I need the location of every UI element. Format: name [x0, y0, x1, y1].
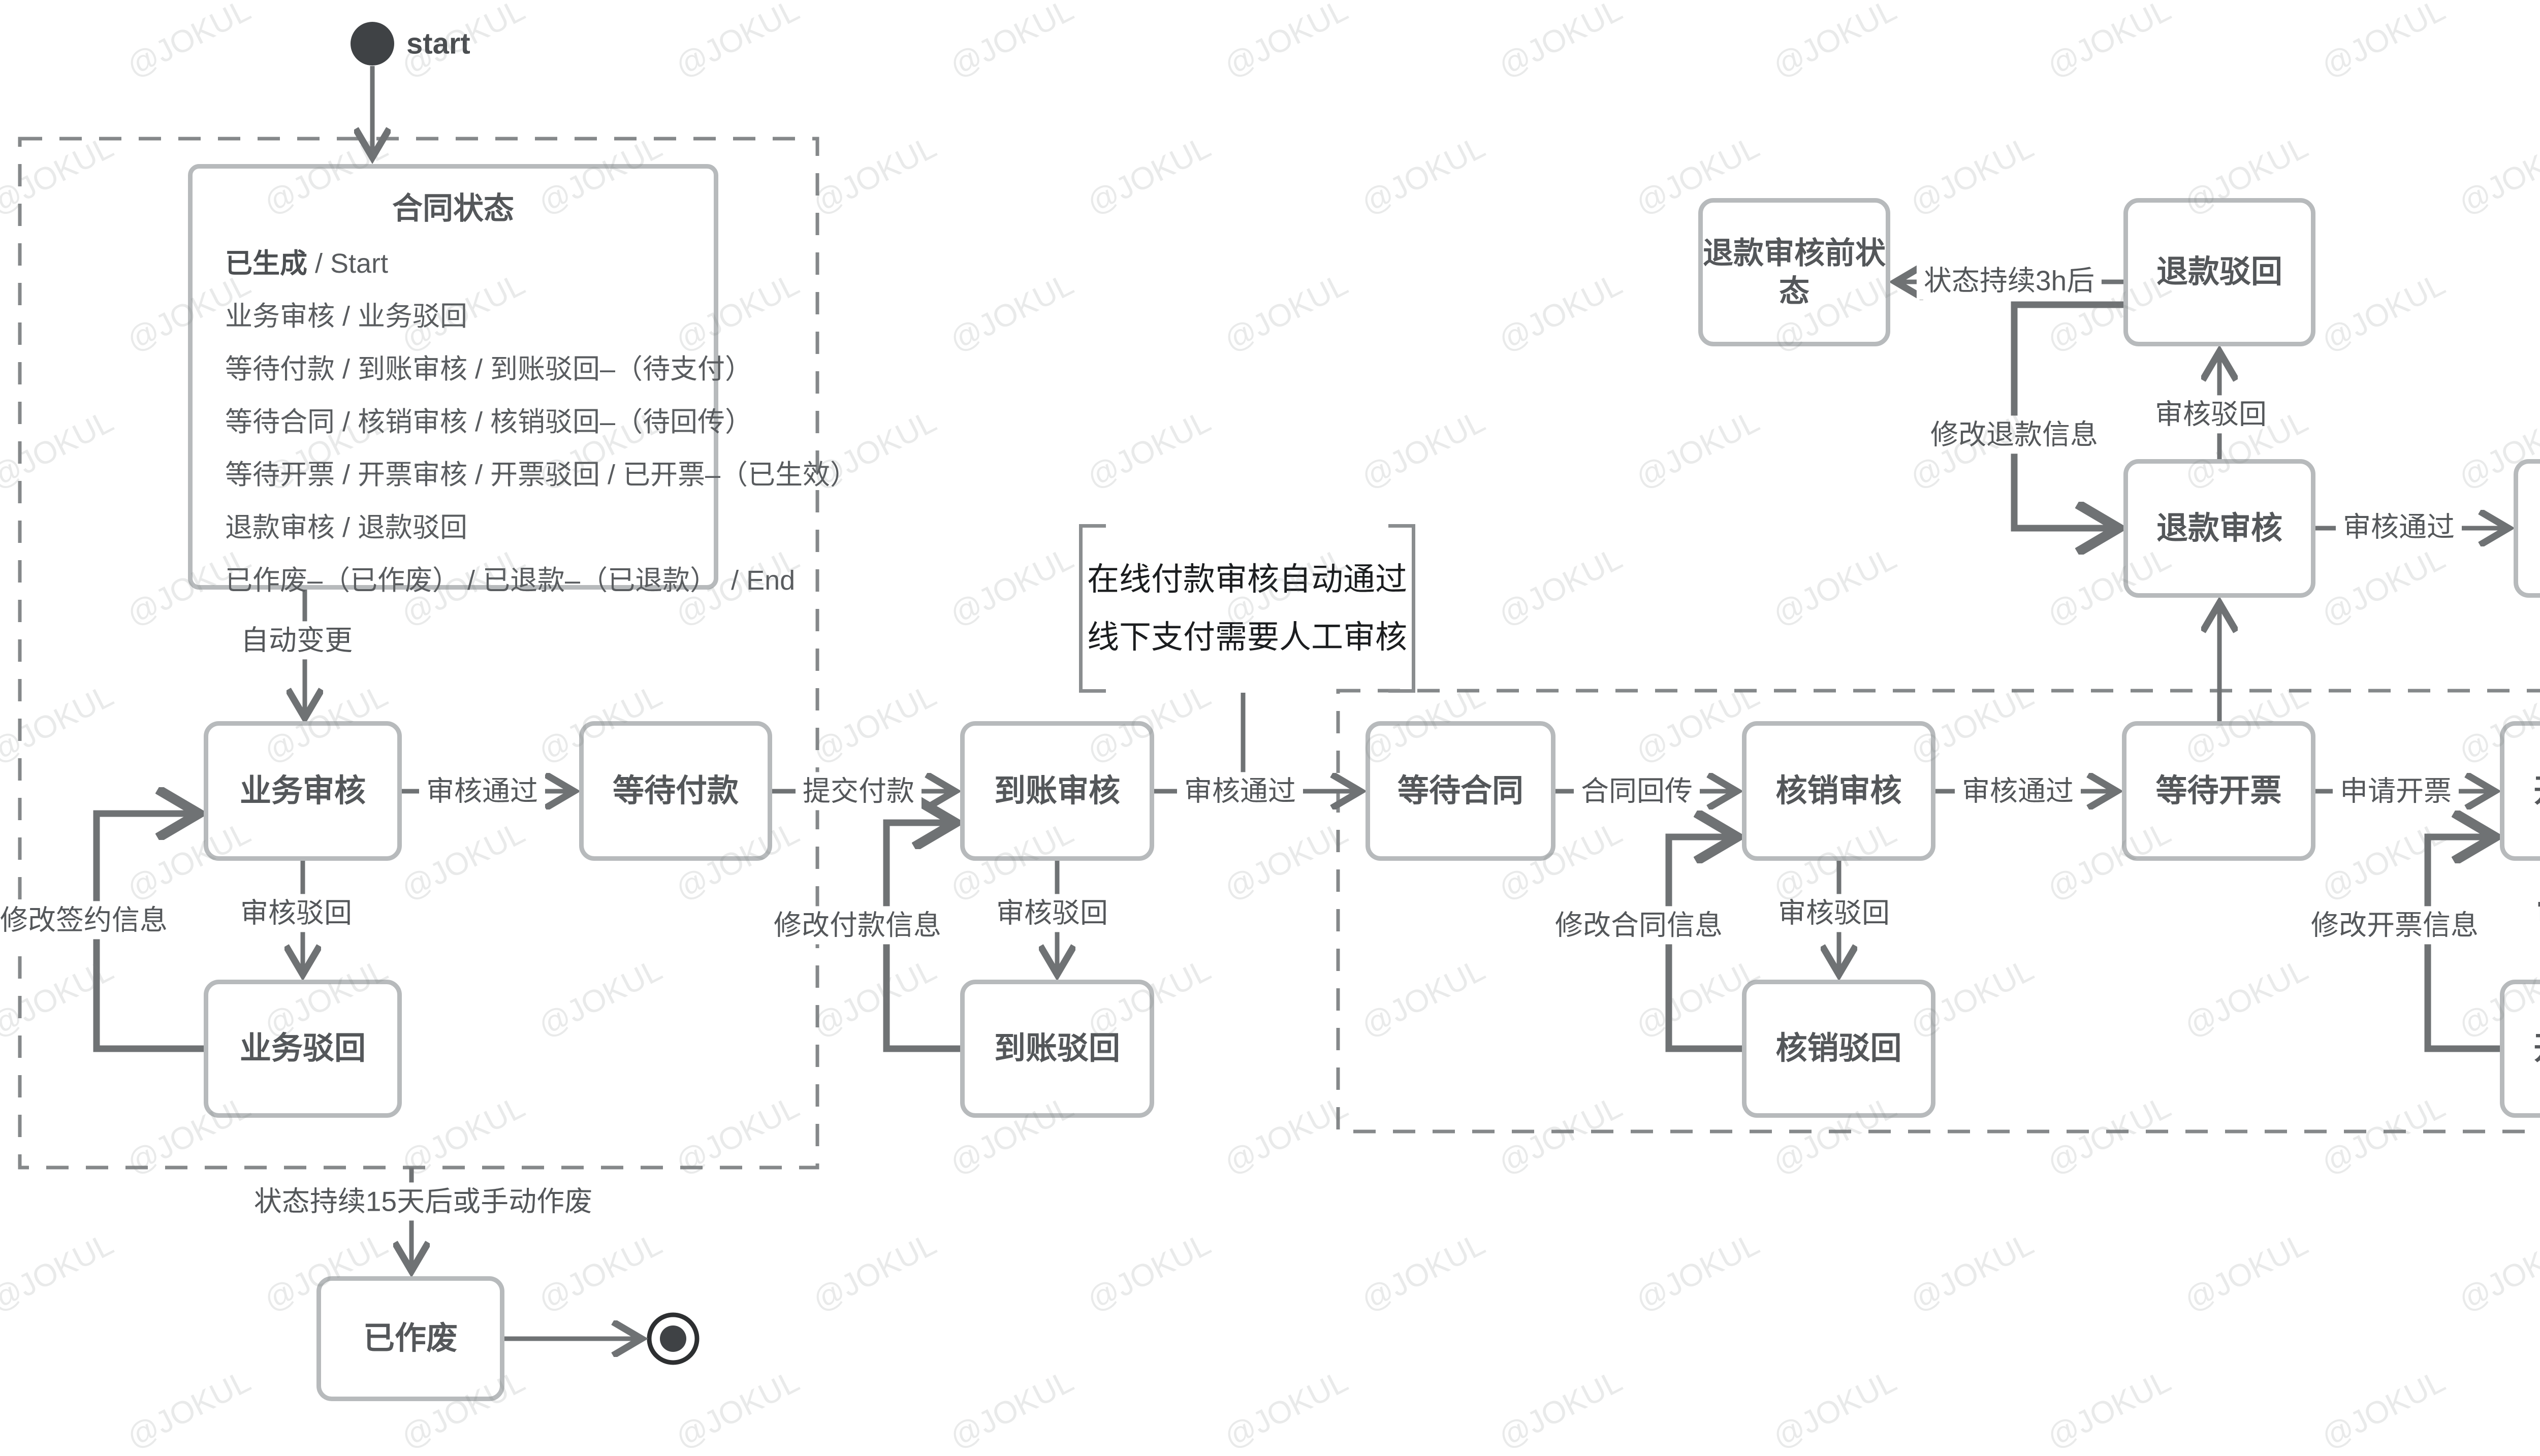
note-line: 在线付款审核自动通过: [1087, 562, 1407, 597]
node-refund-reject: 退款驳回: [2123, 198, 2315, 346]
end-state-void-inner: [660, 1325, 686, 1352]
note-line: 线下支付需要人工审核: [1087, 620, 1407, 655]
edge-label-modify-pay: 修改付款信息: [766, 906, 949, 945]
node-refunded: 已退款: [2514, 459, 2540, 598]
edge-label-apply-invoice: 申请开票: [2332, 772, 2459, 811]
contract-state-line: 等待付款 / 到账审核 / 到账驳回–（待支付）: [225, 354, 753, 384]
contract-state-title: 合同状态: [392, 191, 514, 225]
node-wait-contract: 等待合同: [1366, 721, 1555, 861]
contract-state-line: 等待开票 / 开票审核 / 开票驳回 / 已开票–（已生效）: [225, 460, 858, 490]
edge-label-approve-pay: 审核通过: [1177, 772, 1304, 811]
contract-state-line: 等待合同 / 核销审核 / 核销驳回–（待回传）: [225, 407, 753, 437]
contract-state-legend: 合同状态 已生成 / Start 业务审核 / 业务驳回 等待付款 / 到账审核…: [188, 164, 858, 596]
edge-label-reject-verify: 审核驳回: [1770, 894, 1897, 932]
node-invoice-reject: 开票驳回: [2500, 980, 2540, 1118]
edge-label-contract-back: 合同回传: [1573, 772, 1700, 811]
node-refund-pre-state: 退款审核前状态: [1698, 198, 1890, 346]
edge-label-modify-contract: 修改合同信息: [1547, 906, 1730, 945]
edge-label-submit-pay: 提交付款: [795, 772, 922, 811]
node-verify-review: 核销审核: [1742, 721, 1935, 861]
edge-label-reject-refund: 审核驳回: [2147, 395, 2274, 434]
contract-state-line: 业务审核 / 业务驳回: [225, 301, 468, 332]
start-state-circle: [351, 22, 394, 66]
node-voided: 已作废: [316, 1276, 504, 1401]
edge-label-modify-refund: 修改退款信息: [1923, 415, 2106, 454]
node-wait-payment: 等待付款: [579, 721, 772, 861]
node-wait-invoice: 等待开票: [2122, 721, 2315, 861]
node-refund-review: 退款审核: [2123, 459, 2315, 598]
start-state-label: start: [406, 27, 470, 60]
edge-label-reject-pay: 审核驳回: [989, 894, 1116, 932]
node-payment-reject: 到账驳回: [960, 980, 1154, 1118]
node-payment-review: 到账审核: [960, 721, 1154, 861]
contract-state-line: 已生成 / Start: [225, 237, 714, 290]
edge-label-modify-invoice: 修改开票信息: [2303, 906, 2486, 945]
edge-label-reject-biz: 审核驳回: [233, 894, 360, 932]
contract-group-dashed-border: [18, 137, 819, 1170]
node-invoice-review: 开票审核: [2500, 721, 2540, 861]
node-verify-reject: 核销驳回: [1742, 980, 1935, 1118]
contract-state-line-rest: / Start: [307, 248, 389, 279]
edge-label-auto-change: 自动变更: [233, 621, 360, 660]
edge-label-modify-sign: 修改签约信息: [0, 901, 175, 940]
contract-state-line: 退款审核 / 退款驳回: [225, 512, 468, 543]
contract-state-line: 已作废–（已作废） / 已退款–（已退款） / End: [225, 565, 796, 596]
note-annotation: 在线付款审核自动通过 线下支付需要人工审核: [1079, 524, 1415, 693]
contract-state-line-bold: 已生成: [225, 248, 307, 279]
edge-label-approve-refund: 审核通过: [2335, 508, 2462, 546]
edge-label-void-after-15d: 状态持续15天后或手动作废: [246, 1182, 600, 1221]
edge-label-approve-biz: 审核通过: [419, 772, 546, 811]
edge-label-approve-verify: 审核通过: [1954, 772, 2081, 811]
edge-label-reject-invoice: 审核驳回: [2528, 894, 2540, 932]
edge-label-refund-after-3h: 状态持续3h后: [1916, 262, 2102, 300]
node-business-review: 业务审核: [204, 721, 402, 861]
node-business-reject: 业务驳回: [204, 980, 402, 1118]
